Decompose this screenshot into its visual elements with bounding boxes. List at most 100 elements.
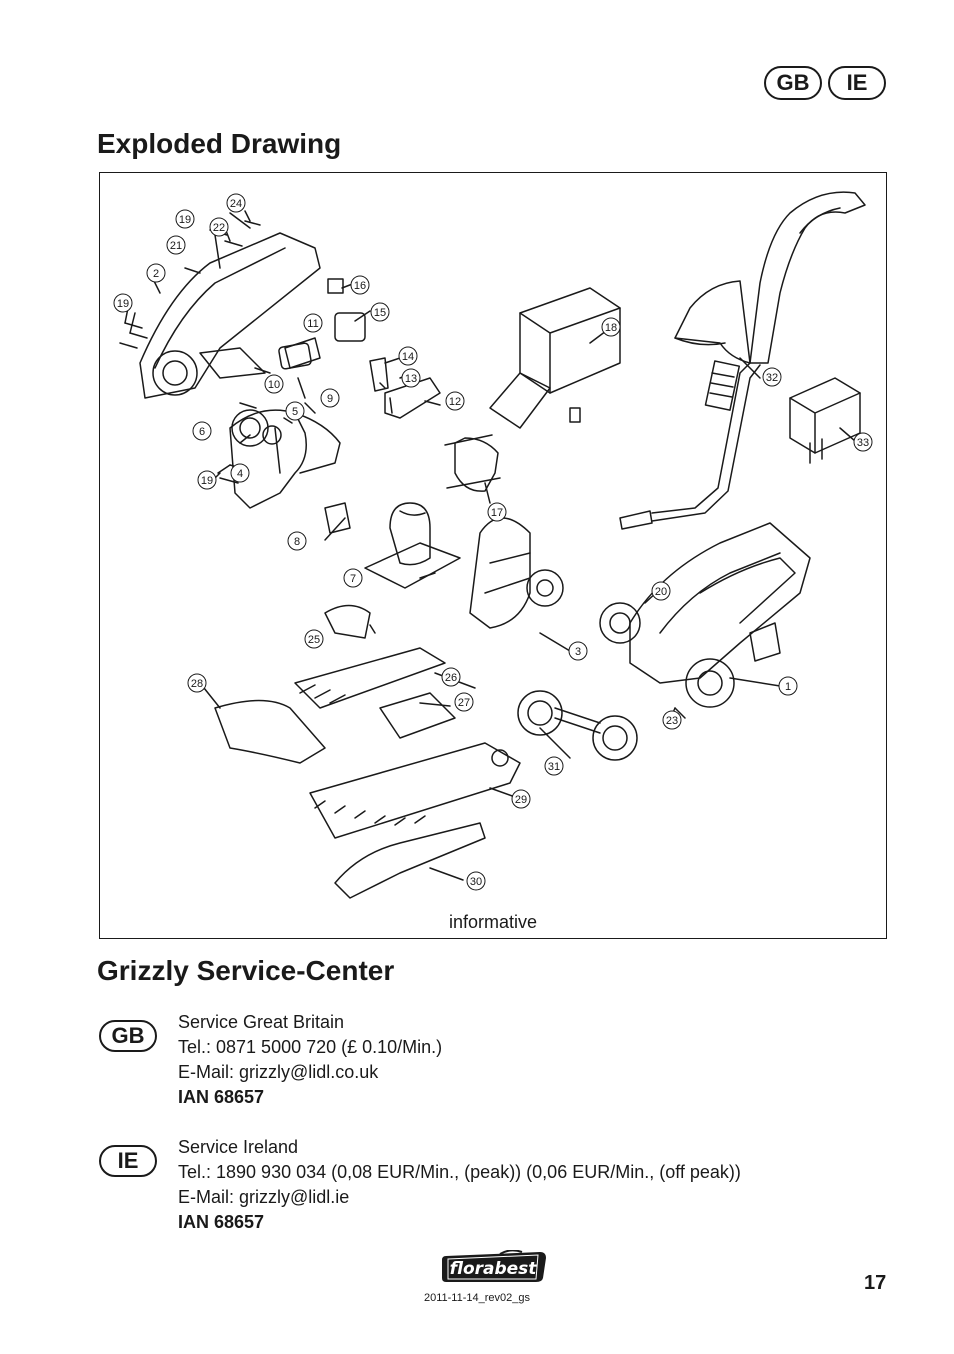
part-callout-label: 12: [449, 396, 461, 408]
exploded-drawing-title: Exploded Drawing: [97, 128, 342, 159]
part-callout-label: 18: [605, 322, 617, 334]
part-callout-label: 26: [445, 672, 457, 684]
part-callout-circle: [303, 313, 323, 333]
part-callout-label: 19: [179, 214, 191, 226]
part-callout-circle: [175, 209, 195, 229]
service-block-ie: IE Service Ireland Tel.: 1890 930 034 (0…: [99, 1135, 741, 1235]
part-callout-circle: [778, 676, 798, 696]
service-email: E-Mail: grizzly@lidl.ie: [178, 1187, 350, 1207]
service-block-gb: GB Service Great Britain Tel.: 0871 5000…: [99, 1010, 442, 1110]
part-callout-circle: [454, 692, 474, 712]
part-callout-circle: [853, 432, 873, 452]
part-callout-circle: [264, 374, 284, 394]
drawing-caption: informative: [449, 912, 537, 932]
lang-badge-ie: IE: [99, 1145, 157, 1177]
part-callout-circle: [187, 673, 207, 693]
part-callout-label: 10: [268, 379, 280, 391]
motor-assembly: [364, 502, 564, 629]
part-callout-circle: [285, 401, 305, 421]
part-callout-label: 27: [458, 697, 470, 709]
service-center-title: Grizzly Service-Center: [97, 955, 395, 986]
part-callout-label: 2: [153, 268, 159, 280]
lang-badge-ie: IE: [828, 66, 886, 100]
part-callout-label: 13: [405, 373, 417, 385]
language-tabs: GB IE: [764, 66, 886, 100]
left-housing: [139, 232, 351, 534]
part-callout-label: 6: [199, 426, 205, 438]
part-callout-circle: [304, 629, 324, 649]
part-callout-label: 4: [237, 468, 243, 480]
part-callout-circle: [287, 531, 307, 551]
part-callout-circle: [511, 789, 531, 809]
part-callout-label: 32: [766, 372, 778, 384]
part-callout-circle: [568, 641, 588, 661]
part-callout-label: 15: [374, 307, 386, 319]
part-callout-label: 20: [655, 586, 667, 598]
part-callout-label: 28: [191, 678, 203, 690]
service-name: Service Ireland: [178, 1137, 299, 1157]
part-callout-circle: [466, 871, 486, 891]
part-callout-circle: [398, 346, 418, 366]
part-callout-circle: [343, 568, 363, 588]
part-callout-label: 17: [491, 507, 503, 519]
part-callout-circle: [445, 391, 465, 411]
part-callout-label: 22: [213, 222, 225, 234]
part-callout-circle: [350, 275, 370, 295]
part-callout-circle: [320, 388, 340, 408]
part-callouts: 1234567891011121314151617181919192021222…: [113, 193, 873, 891]
main-housing: [599, 522, 811, 708]
leader-lines: [124, 210, 856, 881]
service-phone: Tel.: 0871 5000 720 (£ 0.10/Min.): [178, 1037, 443, 1057]
part-callout-label: 1: [785, 681, 791, 693]
part-callout-label: 29: [515, 794, 527, 806]
blades-and-covers: [214, 604, 521, 899]
part-callout-circle: [651, 581, 671, 601]
service-email: E-Mail: grizzly@lidl.co.uk: [178, 1062, 379, 1082]
florabest-logo: florabest: [442, 1250, 546, 1282]
part-callout-circle: [544, 756, 564, 776]
part-callout-circle: [166, 235, 186, 255]
part-callout-label: 23: [666, 715, 678, 727]
page-number: 17: [864, 1272, 887, 1294]
part-callout-label: 19: [201, 475, 213, 487]
part-callout-circle: [226, 193, 246, 213]
part-callout-circle: [762, 367, 782, 387]
lang-badge-gb: GB: [99, 1020, 157, 1052]
part-callout-label: 5: [292, 406, 298, 418]
part-callout-circle: [197, 470, 217, 490]
part-callout-circle: [230, 463, 250, 483]
part-callout-circle: [113, 293, 133, 313]
service-ian: IAN 68657: [178, 1087, 265, 1107]
part-callout-circle: [146, 263, 166, 283]
part-callout-label: 16: [354, 280, 366, 292]
part-callout-label: 9: [327, 393, 333, 405]
part-callout-label: 19: [117, 298, 129, 310]
part-callout-circle: [192, 421, 212, 441]
part-callout-label: 7: [350, 573, 356, 585]
part-callout-label: 21: [170, 240, 182, 252]
part-callout-label: 3: [575, 646, 581, 658]
part-callout-circle: [441, 667, 461, 687]
lang-badge-gb: GB: [764, 66, 822, 100]
part-callout-circle: [209, 217, 229, 237]
part-callout-label: 25: [308, 634, 320, 646]
brand-wordmark: florabest: [450, 1259, 538, 1279]
part-callout-circle: [662, 710, 682, 730]
part-callout-label: 33: [857, 437, 869, 449]
part-callout-circle: [601, 317, 621, 337]
part-callout-label: 31: [548, 761, 560, 773]
wheels: [517, 690, 638, 761]
exploded-drawing-illustration: 1234567891011121314151617181919192021222…: [113, 191, 873, 932]
part-callout-label: 14: [402, 351, 414, 363]
part-callout-circle: [487, 502, 507, 522]
service-name: Service Great Britain: [178, 1012, 345, 1032]
part-callout-label: 11: [307, 318, 318, 330]
part-callout-label: 8: [294, 536, 300, 548]
switch-parts: [278, 278, 441, 419]
part-callout-circle: [401, 368, 421, 388]
part-callout-label: 24: [230, 198, 242, 210]
battery-pack: [444, 287, 621, 492]
handle-assembly: [619, 191, 866, 530]
part-callout-circle: [370, 302, 390, 322]
